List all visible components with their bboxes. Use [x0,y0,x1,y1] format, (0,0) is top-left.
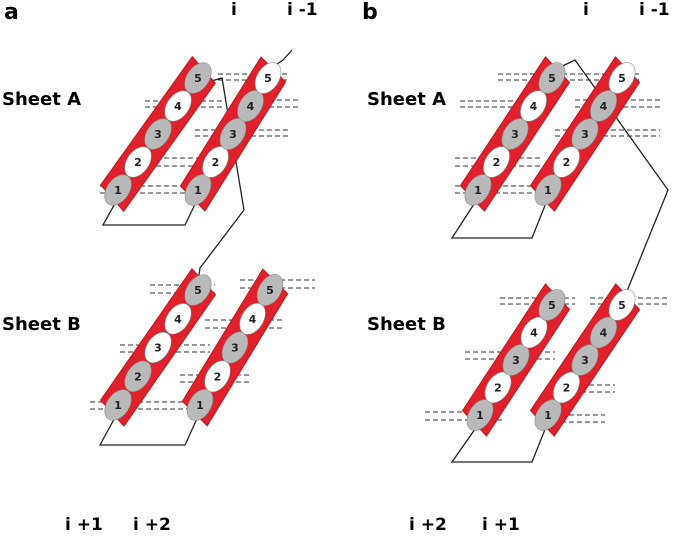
residue-number: 5 [194,284,202,297]
top-label-i-minus-1-b: i -1 [639,2,670,19]
backbone-loop-4 [452,198,548,238]
residue-number: 5 [618,72,626,85]
bottom-label-i-plus-2-b: i +2 [409,517,447,534]
residue-number: 1 [114,184,122,197]
top-label-i-a: i [231,2,237,19]
residue-number: 4 [174,313,182,326]
residue-number: 5 [266,284,274,297]
residue-number: 1 [196,399,204,412]
residue-number: 3 [512,354,520,367]
residue-number: 1 [474,184,482,197]
bottom-label-i-plus-1-a: i +1 [65,517,103,534]
residue-number: 1 [194,184,202,197]
residue-number: 5 [548,72,556,85]
bottom-label-i-plus-1-b: i +1 [482,517,520,534]
residue-number: 3 [231,342,239,355]
residue-number: 4 [530,327,538,340]
residue-number: 4 [600,327,608,340]
residue-number: 3 [511,128,519,141]
residue-number: 4 [247,100,255,113]
residue-number: 2 [494,382,502,395]
residue-number: 5 [548,299,556,312]
panel-letter-a: a [4,2,19,24]
backbone-loop-6 [452,422,548,462]
residue-number: 5 [194,72,202,85]
top-label-i-minus-1-a: i -1 [287,2,318,19]
residue-number: 2 [214,370,222,383]
residue-number: 5 [264,72,272,85]
residue-number: 2 [563,382,571,395]
residue-number: 3 [581,128,589,141]
residue-number: 2 [134,156,142,169]
residue-number: 3 [581,354,589,367]
residue-number: 5 [618,299,626,312]
residue-number: 2 [563,156,571,169]
bottom-label-i-plus-2-a: i +2 [133,517,171,534]
residue-number: 4 [249,313,257,326]
sheet-b-label-a: Sheet B [2,316,81,334]
sheet-a-label-b: Sheet A [367,91,446,109]
residue-number: 1 [476,409,484,422]
residue-number: 1 [114,399,122,412]
panel-letter-b: b [362,2,378,24]
residue-number: 1 [544,184,552,197]
residue-number: 3 [154,128,162,141]
sheet-b-label-b: Sheet B [367,316,446,334]
residue-number: 4 [530,100,538,113]
residue-number: 4 [600,100,608,113]
residue-number: 1 [544,409,552,422]
residue-number: 4 [174,100,182,113]
residue-number: 3 [229,128,237,141]
residue-number: 2 [134,370,142,383]
sheet-a-label-a: Sheet A [2,91,81,109]
residue-number: 3 [154,342,162,355]
residue-number: 2 [212,156,220,169]
top-label-i-b: i [583,2,589,19]
residue-number: 2 [493,156,501,169]
